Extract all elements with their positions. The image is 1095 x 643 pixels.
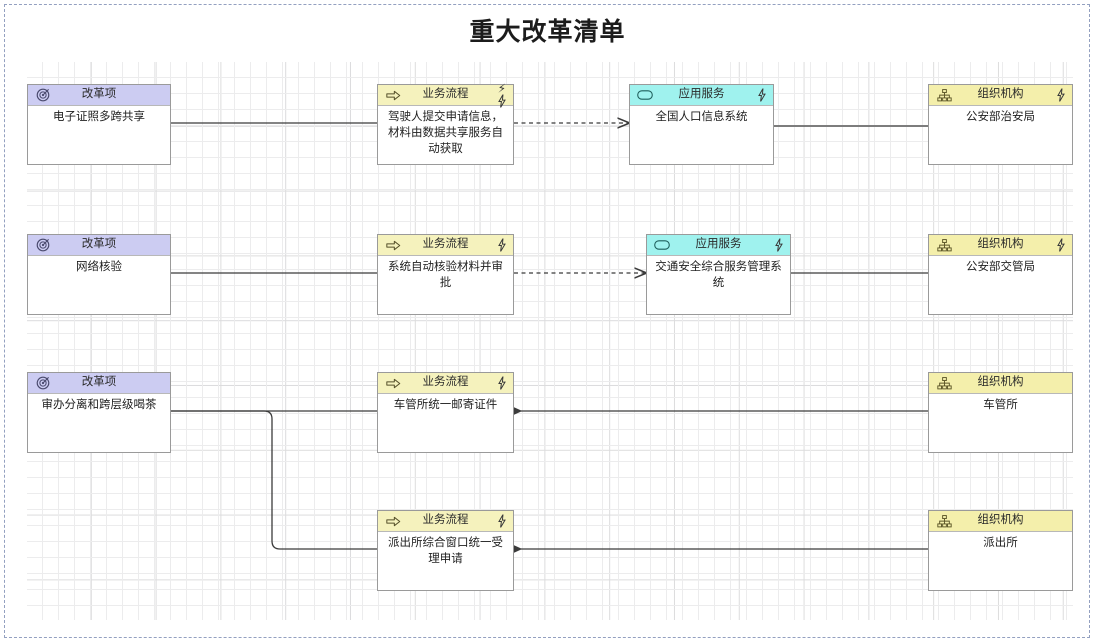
org-chart-icon [936,88,952,102]
lightning-bolt-icon [498,514,506,528]
target-icon [35,376,51,390]
node-process3[interactable]: 业务流程 车管所统一邮寄证件 [377,372,514,453]
node-type-label: 改革项 [81,238,117,251]
node-body-text: 派出所 [983,537,1018,549]
lightning-bolt-icon: ⚡ [498,83,506,108]
lightning-bolt-icon [758,88,766,102]
node-header: 应用服务 [647,235,790,256]
node-service2[interactable]: 应用服务 交通安全综合服务管理系统 [646,234,791,315]
node-body-text: 全国人口信息系统 [655,111,748,123]
node-type-label: 组织机构 [977,88,1024,101]
grid-background [27,62,1073,620]
node-type-label: 组织机构 [977,238,1024,251]
node-type-label: 组织机构 [977,514,1024,527]
arrow-right-icon [385,238,401,252]
lightning-bolt-icon [1057,238,1065,252]
node-org2[interactable]: 组织机构 公安部交管局 [928,234,1073,315]
node-type-label: 业务流程 [422,88,469,101]
lightning-bolt-icon [498,376,506,390]
rounded-rect-icon [654,238,670,252]
node-reform1[interactable]: 改革项 电子证照多跨共享 [27,84,171,165]
node-type-label: 业务流程 [422,238,469,251]
arrow-right-icon [385,376,401,390]
node-body-text: 车管所统一邮寄证件 [393,399,498,411]
arrow-right-icon [385,88,401,102]
node-header: 业务流程 ⚡ [378,83,513,108]
lightning-bolt-icon [775,238,783,252]
node-body-text: 交通安全综合服务管理系统 [655,261,782,289]
node-header: 业务流程 [378,511,513,532]
node-type-label: 改革项 [81,88,117,101]
node-process2[interactable]: 业务流程 系统自动核验材料并审批 [377,234,514,315]
lightning-bolt-icon [1057,88,1065,102]
node-header: 组织机构 [929,235,1072,256]
node-body-text: 审办分离和跨层级喝茶 [41,399,157,411]
target-icon [35,88,51,102]
node-header: 业务流程 [378,235,513,256]
node-header: 组织机构 [929,511,1072,532]
org-chart-icon [936,514,952,528]
node-service1[interactable]: 应用服务 全国人口信息系统 [629,84,774,165]
node-org4[interactable]: 组织机构 派出所 [928,510,1073,591]
node-header: 改革项 [28,235,170,256]
target-icon [35,238,51,252]
node-reform3[interactable]: 改革项 审办分离和跨层级喝茶 [27,372,171,453]
node-body-text: 公安部治安局 [966,111,1035,123]
node-body-text: 网络核验 [76,261,122,273]
node-type-label: 业务流程 [422,514,469,527]
node-header: 应用服务 [630,85,773,106]
node-body-text: 派出所综合窗口统一受理申请 [388,537,503,565]
node-body-text: 车管所 [983,399,1018,411]
page-title: 重大改革清单 [469,18,626,46]
node-type-label: 改革项 [81,376,117,389]
node-header: 业务流程 [378,373,513,394]
org-chart-icon [936,238,952,252]
lightning-bolt-icon [498,238,506,252]
node-process1[interactable]: 业务流程 ⚡ 驾驶人提交申请信息，材料由数据共享服务自动获取 [377,83,514,165]
node-body-text: 公安部交管局 [966,261,1035,273]
node-type-label: 应用服务 [678,88,725,101]
node-reform2[interactable]: 改革项 网络核验 [27,234,171,315]
node-org1[interactable]: 组织机构 公安部治安局 [928,84,1073,165]
node-body-text: 系统自动核验材料并审批 [388,261,503,289]
node-type-label: 业务流程 [422,376,469,389]
rounded-rect-icon [637,88,653,102]
node-header: 组织机构 [929,85,1072,106]
node-header: 组织机构 [929,373,1072,394]
node-body-text: 驾驶人提交申请信息，材料由数据共享服务自动获取 [388,111,503,155]
node-process4[interactable]: 业务流程 派出所综合窗口统一受理申请 [377,510,514,591]
node-org3[interactable]: 组织机构 车管所 [928,372,1073,453]
arrow-right-icon [385,514,401,528]
node-type-label: 应用服务 [695,238,742,251]
node-type-label: 组织机构 [977,376,1024,389]
node-header: 改革项 [28,373,170,394]
node-header: 改革项 [28,85,170,106]
node-body-text: 电子证照多跨共享 [53,111,145,123]
org-chart-icon [936,376,952,390]
